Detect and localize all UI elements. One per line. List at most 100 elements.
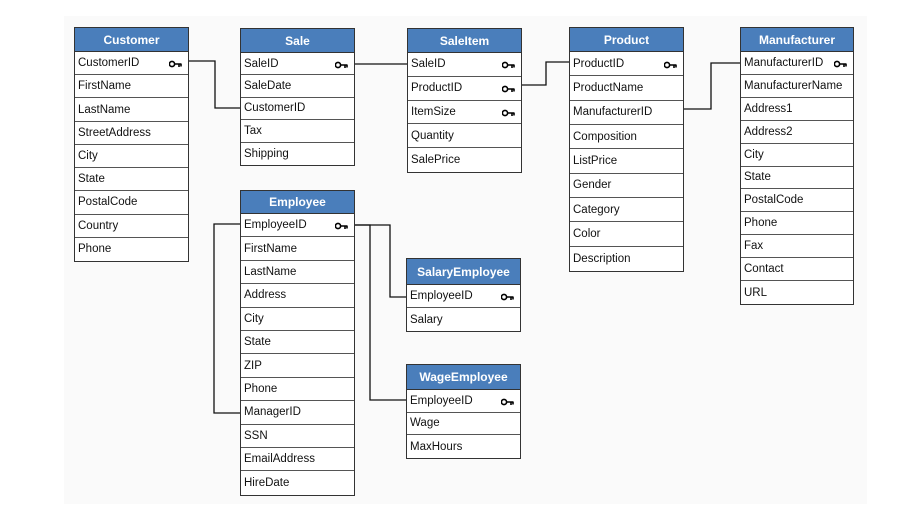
field-row: City xyxy=(75,145,188,169)
field-row: EmployeeID xyxy=(407,285,520,308)
field-row: LastName xyxy=(241,261,354,285)
field-name: Gender xyxy=(573,179,612,192)
field-name: Phone xyxy=(78,243,112,256)
field-name: ListPrice xyxy=(573,154,618,167)
field-name: FirstName xyxy=(244,242,298,255)
field-row: Quantity xyxy=(408,124,521,149)
field-name: Tax xyxy=(244,124,262,137)
field-row: ManufacturerName xyxy=(741,75,853,98)
entity-title: Customer xyxy=(75,28,188,52)
key-icon xyxy=(501,84,515,93)
field-row: PostalCode xyxy=(75,191,188,215)
rel-saleitem-product xyxy=(521,61,570,86)
field-name: EmployeeID xyxy=(410,290,473,302)
rel-product-manufacturer xyxy=(683,62,741,110)
field-name: Category xyxy=(573,203,620,216)
field-name: LastName xyxy=(78,103,131,116)
field-row: Salary xyxy=(407,308,520,331)
field-row: FirstName xyxy=(75,75,188,99)
field-row: LastName xyxy=(75,98,188,122)
entity-title: Sale xyxy=(241,29,354,53)
field-row: Tax xyxy=(241,120,354,143)
field-row: ManufacturerID xyxy=(741,52,853,75)
field-name: ManagerID xyxy=(244,406,301,419)
field-row: Fax xyxy=(741,235,853,259)
field-row: City xyxy=(241,308,354,332)
field-row: SaleDate xyxy=(241,75,354,98)
field-name: Wage xyxy=(410,417,440,430)
field-row: Address2 xyxy=(741,121,853,144)
field-name: ItemSize xyxy=(411,105,456,118)
field-row: Shipping xyxy=(241,143,354,165)
rel-employee-wageemployee xyxy=(354,224,407,401)
key-icon xyxy=(334,60,348,69)
field-name: ProductID xyxy=(573,57,625,70)
field-name: CustomerID xyxy=(78,57,140,70)
field-row: Gender xyxy=(570,174,683,198)
field-row: MaxHours xyxy=(407,435,520,458)
field-name: PostalCode xyxy=(78,196,138,209)
field-name: Shipping xyxy=(244,147,289,160)
field-row: Phone xyxy=(741,212,853,236)
field-name: Country xyxy=(78,219,119,232)
field-row: SSN xyxy=(241,425,354,449)
entity-title: Employee xyxy=(241,191,354,214)
field-row: EmployeeID xyxy=(407,390,520,413)
field-row: ManagerID xyxy=(241,401,354,425)
field-row: EmailAddress xyxy=(241,448,354,472)
field-row: FirstName xyxy=(241,237,354,261)
field-name: ProductID xyxy=(411,82,463,95)
entity-title: SaleItem xyxy=(408,29,521,53)
field-row: ZIP xyxy=(241,354,354,378)
field-row: SaleID xyxy=(408,53,521,77)
rel-employee-manager xyxy=(213,223,241,414)
field-name: Phone xyxy=(244,383,278,396)
key-icon xyxy=(168,59,182,68)
rel-employee-salaryemployee xyxy=(354,224,407,298)
field-name: Composition xyxy=(573,130,637,143)
field-row: SaleID xyxy=(241,53,354,76)
key-icon xyxy=(833,59,847,68)
field-name: ProductName xyxy=(573,81,644,94)
field-row: PostalCode xyxy=(741,189,853,213)
key-icon xyxy=(501,60,515,69)
field-row: Color xyxy=(570,222,683,247)
field-row: EmployeeID xyxy=(241,214,354,238)
entity-title: Product xyxy=(570,28,683,52)
field-row: ManufacturerID xyxy=(570,101,683,125)
field-row: State xyxy=(75,168,188,192)
field-row: Wage xyxy=(407,413,520,436)
field-row: Country xyxy=(75,215,188,238)
field-name: SaleID xyxy=(244,57,279,70)
entity-title: WageEmployee xyxy=(407,365,520,390)
field-name: SaleID xyxy=(411,58,446,71)
field-name: SSN xyxy=(244,429,268,442)
field-row: Category xyxy=(570,198,683,223)
key-icon xyxy=(663,60,677,69)
field-row: Address1 xyxy=(741,98,853,121)
field-name: Description xyxy=(573,252,631,265)
field-row: ProductID xyxy=(570,52,683,77)
field-name: Phone xyxy=(744,217,778,230)
field-name: Address2 xyxy=(744,125,793,138)
field-row: Contact xyxy=(741,258,853,282)
key-icon xyxy=(500,292,514,301)
key-icon xyxy=(501,108,515,117)
field-name: Salary xyxy=(410,313,443,326)
field-name: State xyxy=(744,171,771,184)
field-name: ManufacturerID xyxy=(573,106,653,119)
field-name: State xyxy=(244,336,271,349)
field-row: ItemSize xyxy=(408,101,521,125)
